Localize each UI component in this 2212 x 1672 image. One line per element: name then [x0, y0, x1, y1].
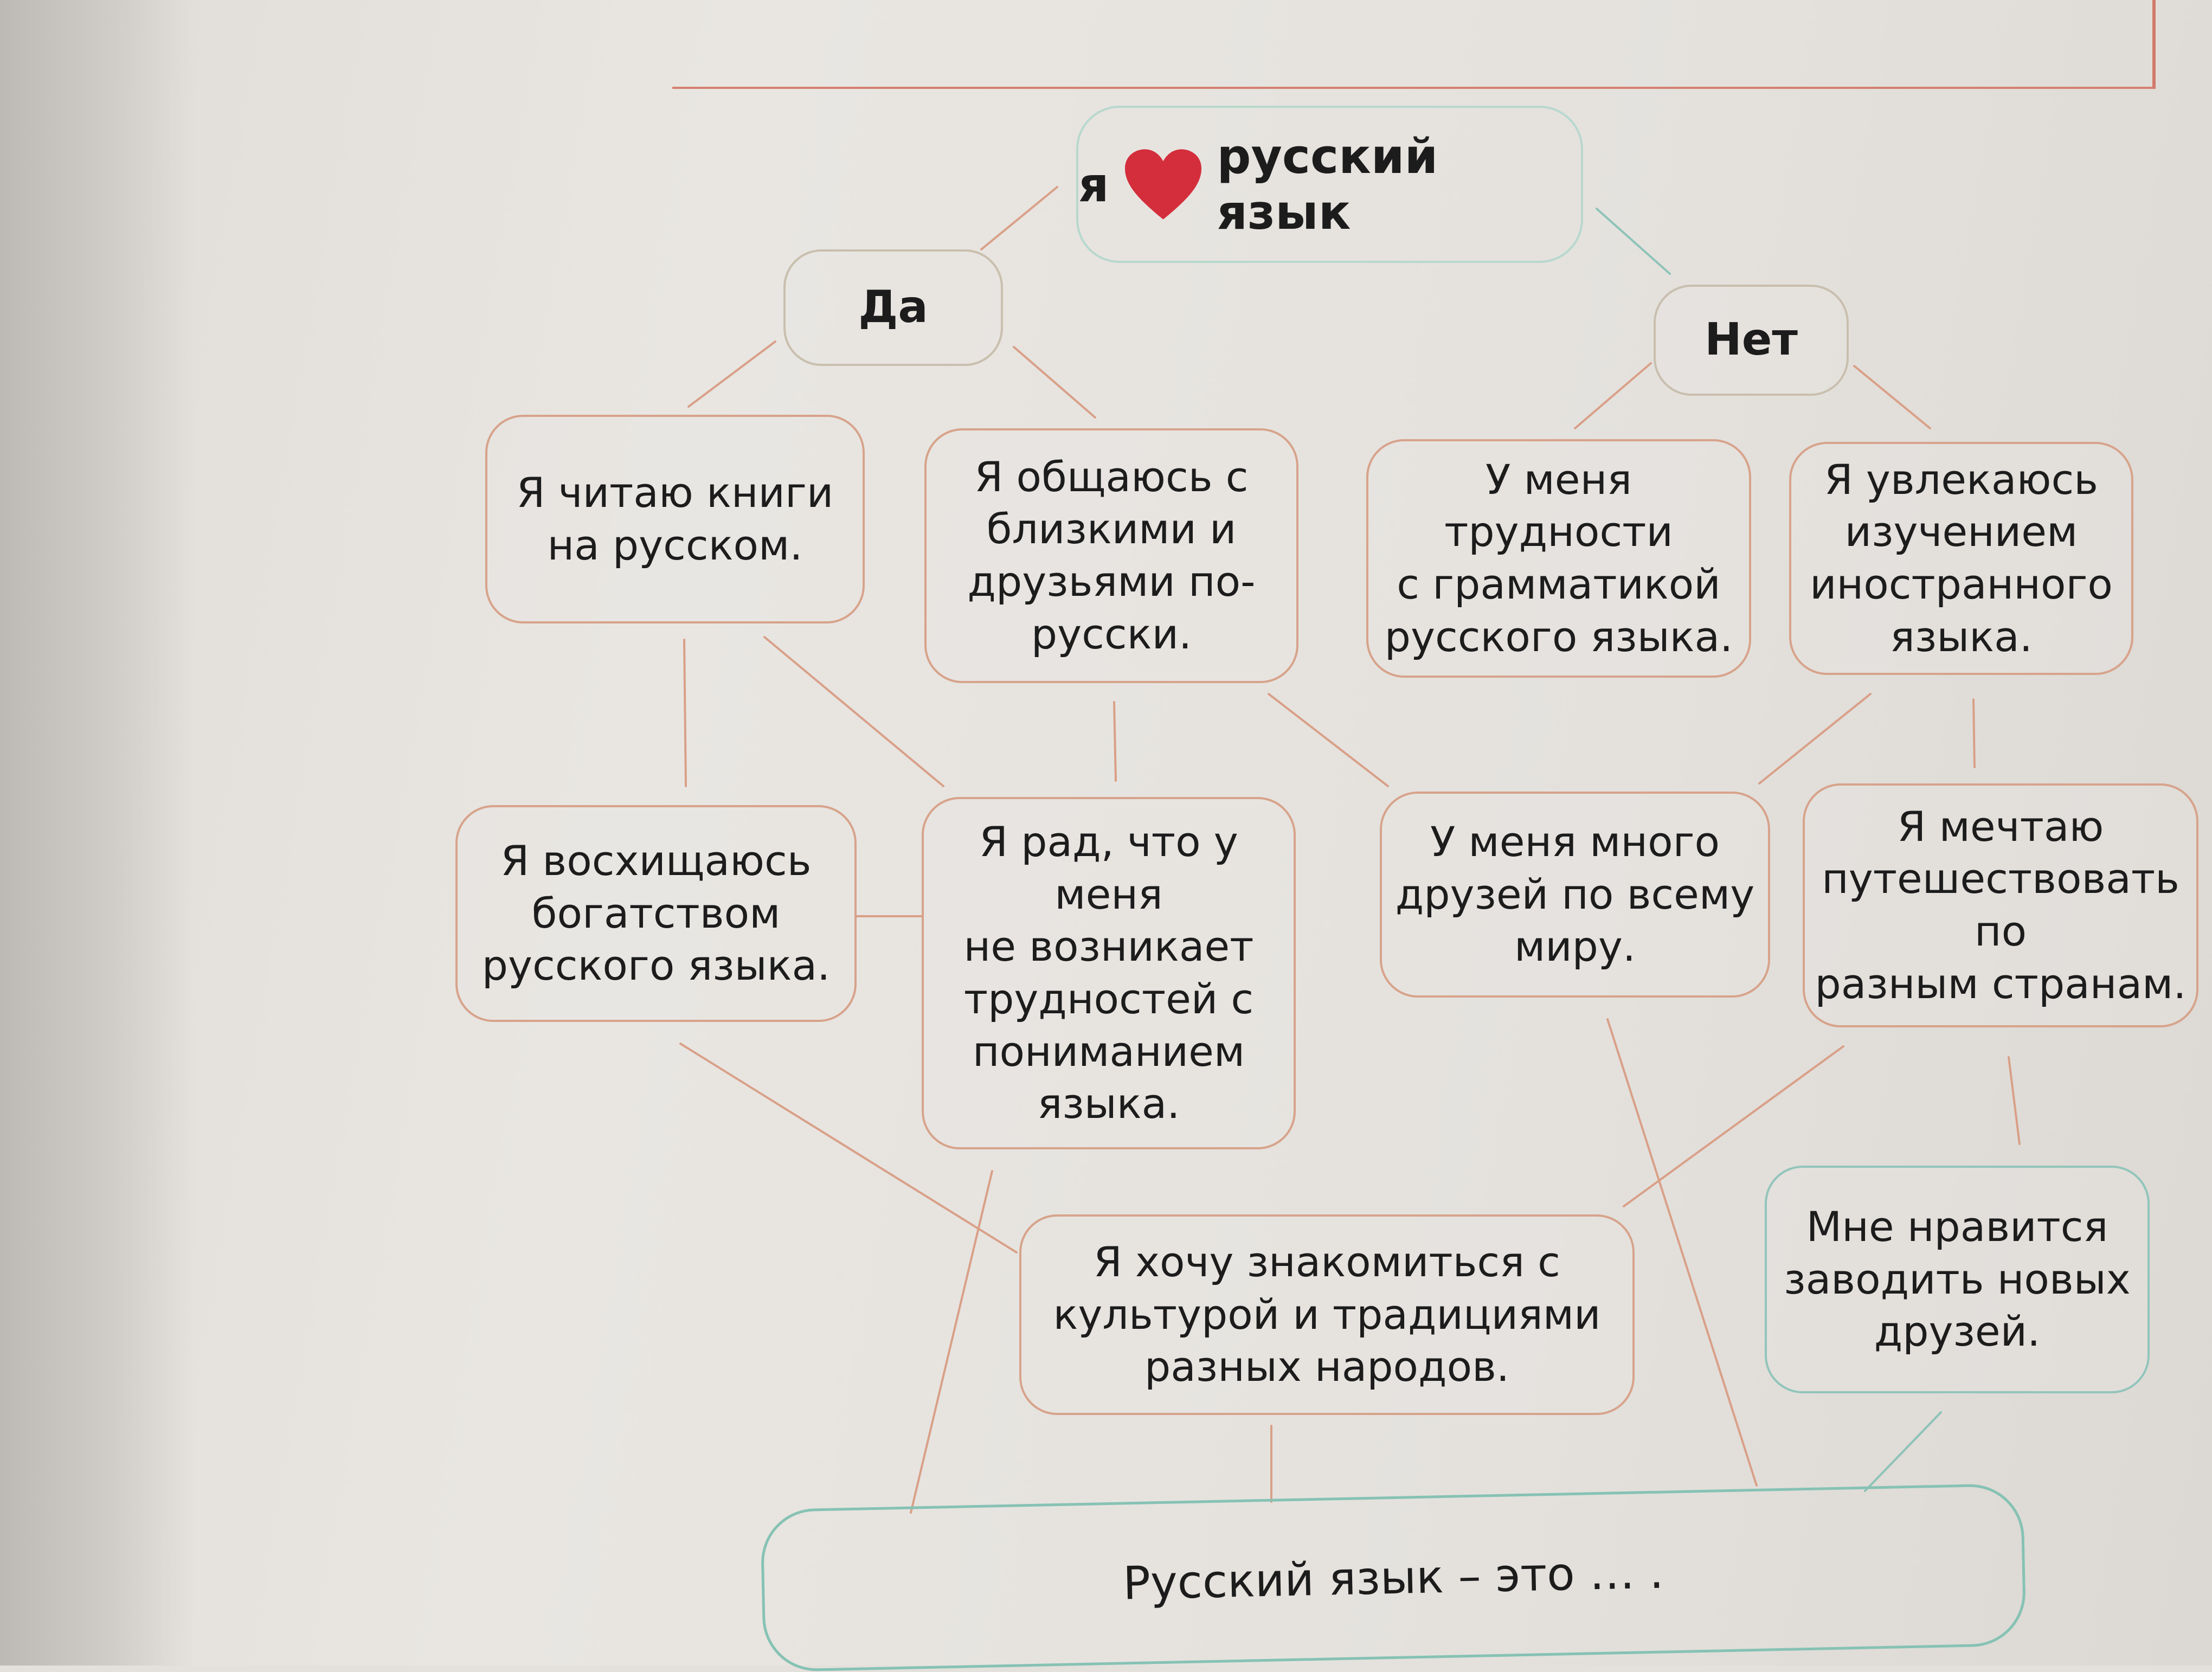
title-suffix: русский язык — [1217, 128, 1438, 240]
statement-box: Я увлекаюсь изучением иностранного языка… — [1789, 442, 2133, 675]
statement-text: Я увлекаюсь изучением иностранного языка… — [1810, 455, 2113, 661]
branch-no-label: Нет — [1705, 314, 1798, 366]
statement-text: У меня трудности с грамматикой русского … — [1384, 455, 1733, 661]
statement-text: Я восхищаюсь богатством русского языка. — [481, 837, 831, 990]
previous-exercise-frame — [672, 0, 2156, 89]
statement-box: Я восхищаюсь богатством русского языка. — [455, 805, 857, 1022]
connector-line — [1574, 362, 1652, 429]
connector-line — [1606, 1018, 1758, 1487]
statement-text: Я рад, что у меня не возникает трудносте… — [963, 818, 1254, 1128]
connector-line — [1758, 693, 1872, 784]
statement-box: У меня трудности с грамматикой русского … — [1366, 439, 1751, 678]
statement-text: Я читаю книги на русском. — [516, 468, 834, 569]
statement-text: Мне нравится заводить новых друзей. — [1784, 1202, 2131, 1356]
connector-line — [1268, 693, 1389, 787]
statement-box: Мне нравится заводить новых друзей. — [1765, 1166, 2150, 1393]
connector-line — [763, 636, 944, 787]
connector-line — [679, 1043, 1018, 1253]
statement-box: Я рад, что у меня не возникает трудносте… — [922, 797, 1296, 1149]
heart-icon — [1124, 149, 1201, 220]
statement-text: Я общаюсь с близкими и друзьями по- русс… — [967, 452, 1256, 658]
statement-text: Я мечтаю путешествовать по разным страна… — [1815, 802, 2187, 1008]
statement-box: Я читаю книги на русском. — [485, 415, 865, 623]
connector-line — [2008, 1056, 2021, 1145]
connector-line — [1113, 701, 1117, 782]
connector-line — [683, 639, 687, 787]
connector-line — [1596, 208, 1671, 275]
conclusion-box: Русский язык – это … . — [760, 1483, 2027, 1672]
connector-line — [1853, 365, 1931, 429]
statement-box: У меня много друзей по всему миру. — [1380, 792, 1770, 998]
statement-box: Я мечтаю путешествовать по разным страна… — [1803, 783, 2198, 1027]
connector-line — [910, 1170, 993, 1514]
connector-line — [687, 340, 776, 408]
page-gutter-shadow — [0, 0, 195, 1665]
branch-no: Нет — [1654, 285, 1849, 396]
title-box: я русский язык — [1076, 106, 1583, 263]
statement-text: Я хочу знакомиться с культурой и традици… — [1053, 1238, 1601, 1391]
conclusion-text: Русский язык – это … . — [1122, 1545, 1664, 1610]
connector-line — [980, 186, 1058, 250]
connector-line — [1623, 1045, 1844, 1207]
branch-yes: Да — [783, 249, 1003, 366]
statement-box: Я хочу знакомиться с культурой и традици… — [1019, 1214, 1635, 1415]
connector-line — [1864, 1411, 1942, 1492]
statement-box: Я общаюсь с близкими и друзьями по- русс… — [924, 428, 1298, 683]
title-prefix: я — [1078, 156, 1109, 213]
statement-text: У меня много друзей по всему миру. — [1395, 818, 1755, 971]
connector-line — [1013, 346, 1096, 419]
connector-line — [1972, 698, 1976, 768]
branch-yes-label: Да — [858, 281, 928, 333]
